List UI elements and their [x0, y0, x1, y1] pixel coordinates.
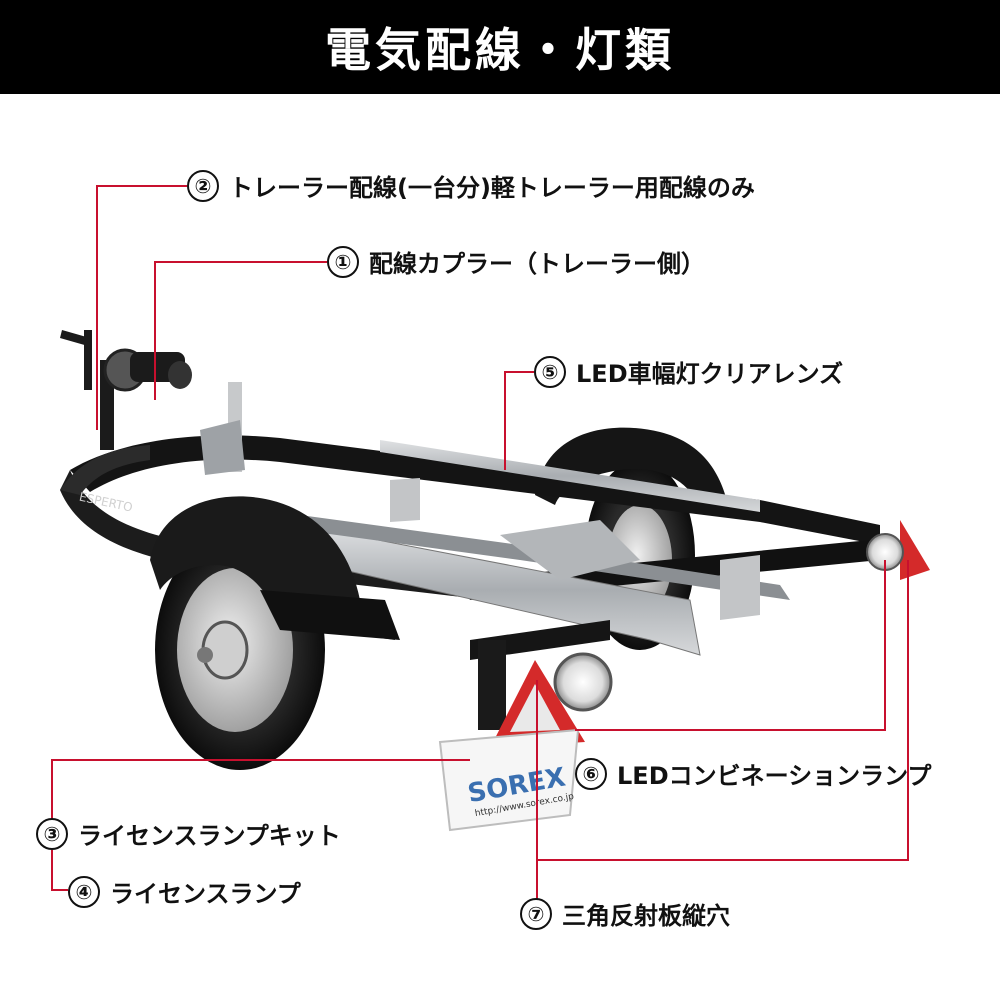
callout-wiring-coupler: ① 配線カプラー（トレーラー側）: [327, 244, 705, 279]
page-title: 電気配線・灯類: [0, 0, 1000, 94]
fender-step: [260, 590, 400, 640]
callout-number: ⑥: [575, 757, 607, 790]
callout-label: LED車幅灯クリアレンズ: [576, 360, 844, 388]
callout-label: 配線カプラー（トレーラー側）: [369, 250, 705, 278]
callout-trailer-wiring: ② トレーラー配線(一台分)軽トレーラー用配線のみ: [187, 168, 755, 203]
trailer-illustration: SOREX http://www.sorex.co.jp ESPERTO: [60, 330, 930, 832]
callout-number: ②: [187, 169, 219, 202]
callout-number: ①: [327, 245, 359, 278]
callout-number: ③: [36, 817, 68, 850]
callout-label: 三角反射板縦穴: [562, 902, 730, 930]
callout-led-side-marker: ⑤ LED車幅灯クリアレンズ: [534, 354, 843, 389]
callout-label: LEDコンビネーションランプ: [617, 762, 932, 790]
callout-label: トレーラー配線(一台分)軽トレーラー用配線のみ: [229, 174, 755, 202]
callout-number: ⑦: [520, 897, 552, 930]
callout-led-combination-lamp: ⑥ LEDコンビネーションランプ: [575, 756, 931, 791]
callout-label: ライセンスランプキット: [78, 822, 341, 850]
triangle-reflector-right: [900, 520, 930, 580]
license-plate: SOREX http://www.sorex.co.jp: [438, 728, 580, 832]
combination-lamp-left: [553, 652, 613, 712]
callout-license-lamp-kit: ③ ライセンスランプキット: [36, 816, 341, 851]
callout-number: ④: [68, 875, 100, 908]
callout-label: ライセンスランプ: [110, 880, 301, 908]
callout-number: ⑤: [534, 355, 566, 388]
combination-lamp-right: [866, 533, 904, 571]
rear-fender: [535, 427, 728, 510]
callout-license-lamp: ④ ライセンスランプ: [68, 874, 301, 909]
callout-triangle-reflector-slot: ⑦ 三角反射板縦穴: [520, 896, 730, 931]
